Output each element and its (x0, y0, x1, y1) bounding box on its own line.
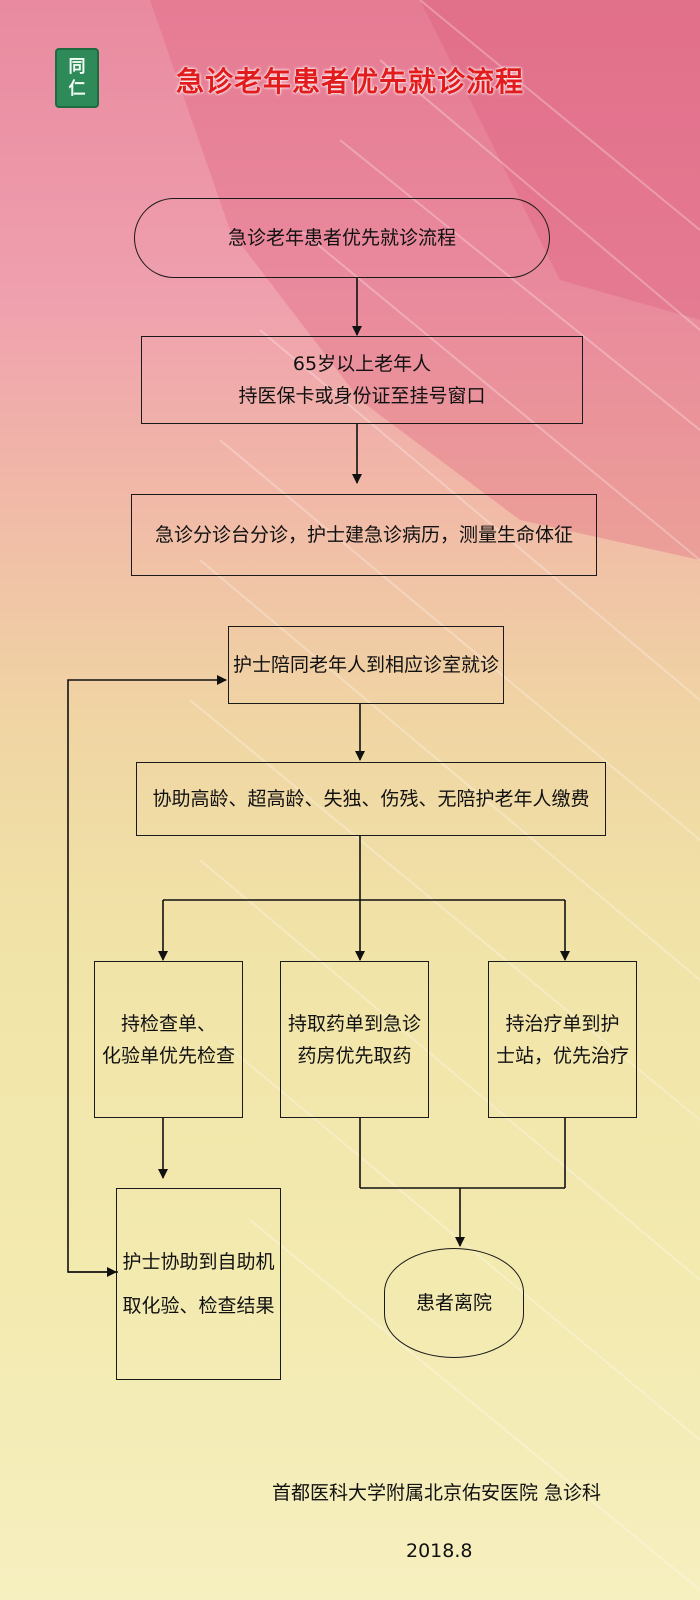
flow-step-escort: 护士陪同老年人到相应诊室就诊 (228, 626, 504, 704)
flow-branch-treatment: 持治疗单到护 士站，优先治疗 (488, 961, 637, 1118)
publish-date: 2018.8 (406, 1540, 473, 1562)
page-title: 急诊老年患者优先就诊流程 (175, 65, 524, 98)
flow-step-results: 护士协助到自助机 取化验、检查结果 (116, 1188, 281, 1380)
hospital-logo: 同 仁 (55, 48, 99, 108)
flow-step-payment: 协助高龄、超高龄、失独、伤残、无陪护老年人缴费 (136, 762, 606, 836)
results-line: 取化验、检查结果 (122, 1295, 275, 1317)
logo-char-1: 同 (68, 57, 86, 77)
flow-step-triage: 急诊分诊台分诊，护士建急诊病历，测量生命体征 (131, 494, 597, 576)
branch-line: 持治疗单到护 (505, 1012, 620, 1035)
branch-line: 持检查单、 (120, 1012, 216, 1035)
branch-line: 持取药单到急诊 (287, 1012, 421, 1035)
results-line: 护士协助到自助机 (122, 1251, 275, 1273)
step-line: 持医保卡或身份证至挂号窗口 (238, 385, 486, 407)
hospital-department: 首都医科大学附属北京佑安医院 急诊科 (272, 1482, 602, 1504)
branch-line: 药房优先取药 (297, 1044, 412, 1067)
branch-line: 化验单优先检查 (101, 1044, 235, 1067)
flow-step-registration: 65岁以上老年人 持医保卡或身份证至挂号窗口 (141, 336, 583, 424)
branch-line: 士站，优先治疗 (495, 1044, 629, 1067)
step-line: 65岁以上老年人 (292, 353, 432, 375)
flow-end: 患者离院 (384, 1248, 524, 1358)
flow-branch-exam: 持检查单、 化验单优先检查 (94, 961, 243, 1118)
flow-start: 急诊老年患者优先就诊流程 (134, 198, 550, 278)
flow-branch-pharmacy: 持取药单到急诊 药房优先取药 (280, 961, 429, 1118)
logo-char-2: 仁 (68, 79, 86, 99)
